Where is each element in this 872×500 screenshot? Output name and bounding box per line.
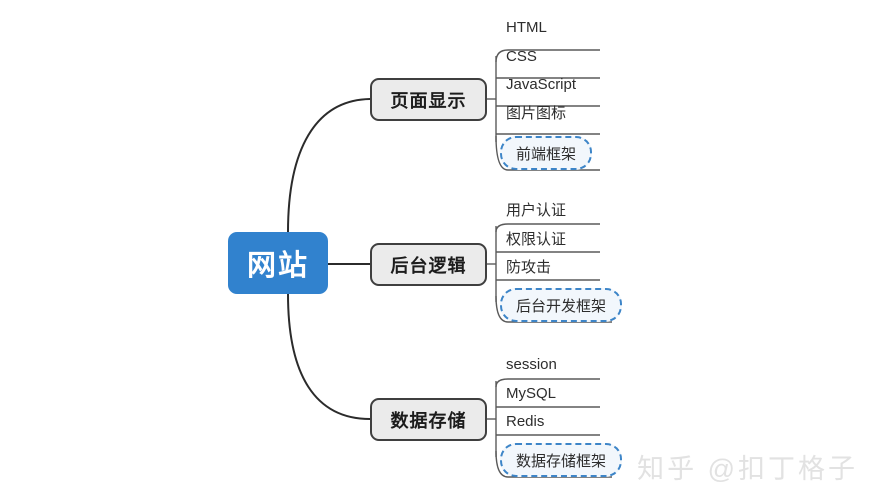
leaf-label: MySQL: [506, 384, 557, 402]
branch-node-page-display[interactable]: 页面显示: [370, 78, 487, 121]
leaf-item[interactable]: JavaScript: [506, 71, 576, 97]
watermark: 知乎 @扣丁格子: [637, 454, 858, 484]
leaf-label: 防攻击: [506, 258, 552, 276]
leaf-label: 数据存储框架: [516, 452, 607, 470]
root-node-label: 网站: [246, 250, 309, 282]
leaf-item[interactable]: 权限认证: [506, 225, 566, 251]
leaf-label: 前端框架: [516, 145, 577, 163]
leaf-label: 图片图标: [506, 104, 567, 122]
leaf-item[interactable]: HTML: [506, 14, 547, 40]
leaf-label: CSS: [506, 47, 537, 65]
leaf-item-highlighted[interactable]: 数据存储框架: [500, 443, 623, 477]
leaf-item[interactable]: 防攻击: [506, 253, 551, 279]
branch-node-label: 页面显示: [390, 90, 467, 111]
leaf-item[interactable]: CSS: [506, 43, 537, 69]
leaf-label: HTML: [506, 18, 547, 36]
leaf-item[interactable]: 用户认证: [506, 196, 566, 222]
leaf-label: 后台开发框架: [516, 297, 607, 315]
leaf-label: JavaScript: [506, 75, 577, 93]
leaf-label: Redis: [506, 412, 545, 430]
leaf-item[interactable]: session: [506, 351, 557, 377]
leaf-item-highlighted[interactable]: 前端框架: [500, 136, 593, 170]
branch-node-data-storage[interactable]: 数据存储: [370, 398, 487, 441]
leaf-item[interactable]: MySQL: [506, 380, 556, 406]
leaf-label: 权限认证: [506, 230, 567, 248]
leaf-label: session: [506, 355, 557, 373]
connector-root-to-branch-2: [287, 293, 371, 420]
connector-root-to-branch-0: [287, 98, 371, 233]
leaf-item[interactable]: Redis: [506, 408, 544, 434]
leaf-label: 用户认证: [506, 201, 567, 219]
branch-node-label: 后台逻辑: [390, 255, 467, 276]
root-node[interactable]: 网站: [228, 232, 328, 294]
branch-node-backend-logic[interactable]: 后台逻辑: [370, 243, 487, 286]
leaf-item-highlighted[interactable]: 后台开发框架: [500, 288, 623, 322]
branch-node-label: 数据存储: [390, 410, 467, 431]
leaf-item[interactable]: 图片图标: [506, 99, 566, 125]
